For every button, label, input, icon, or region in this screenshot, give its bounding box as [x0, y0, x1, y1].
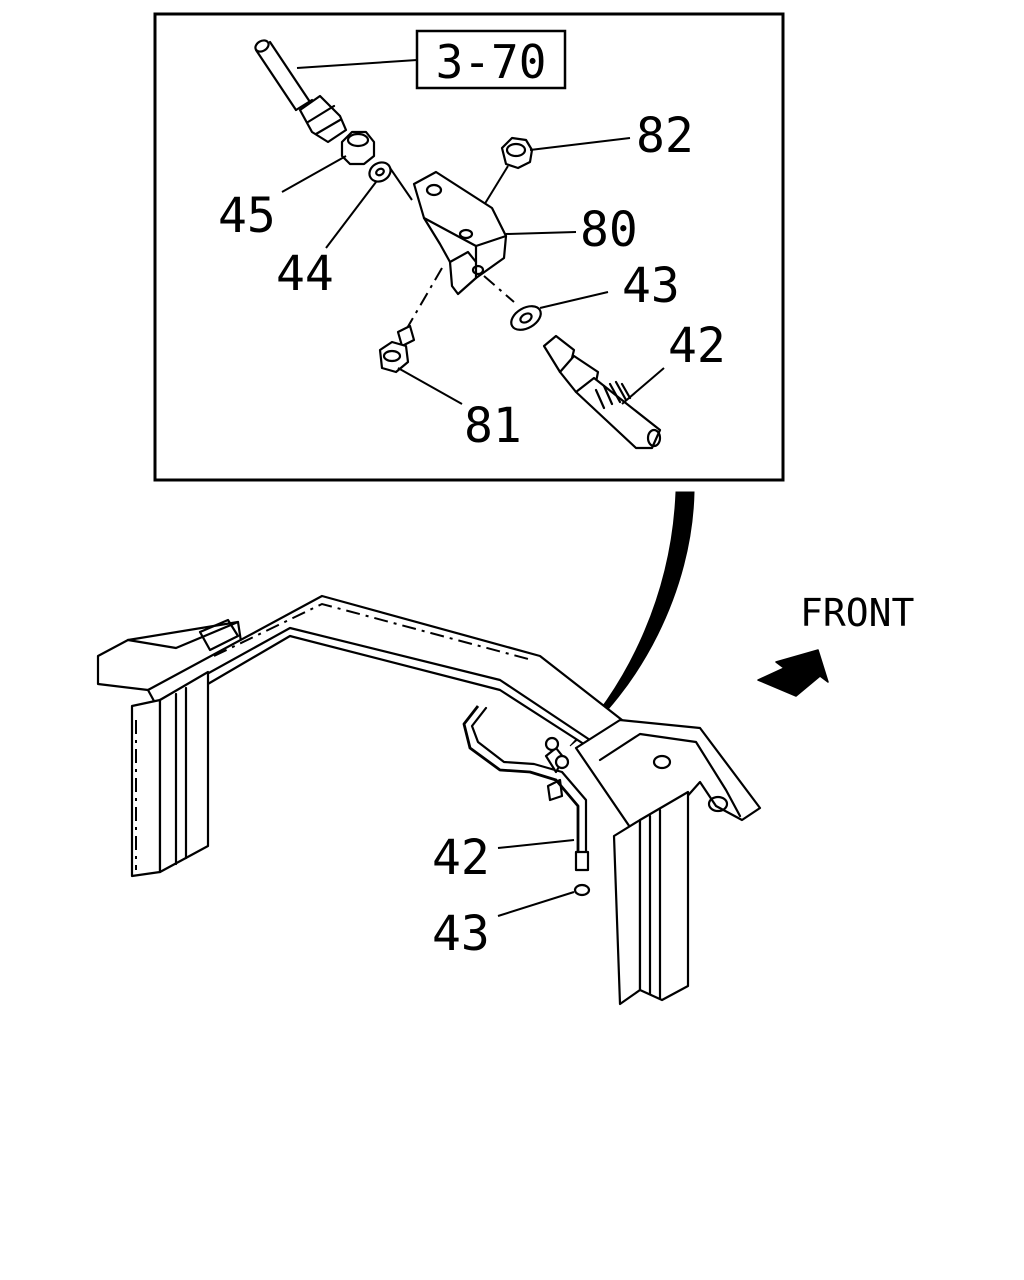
reference-box-label: 3-70 — [436, 35, 547, 89]
callout-44: 44 — [276, 246, 334, 302]
detail-frame — [153, 12, 785, 482]
callout-80: 80 — [580, 202, 638, 258]
detail-pointer-arrow — [569, 491, 695, 747]
callout-42: 42 — [668, 318, 726, 374]
front-label: FRONT — [800, 591, 914, 635]
callout-43: 43 — [622, 258, 680, 314]
frame-assembly: 42 43 — [96, 594, 762, 1006]
reference-box: 3-70 — [296, 29, 567, 90]
hose-upper-part — [254, 39, 348, 144]
frame-washer-43 — [573, 883, 591, 897]
washer-44 — [368, 161, 413, 201]
front-indicator: FRONT — [757, 591, 914, 697]
detail-inset: 3-70 — [153, 12, 785, 482]
callout-45: 45 — [218, 188, 276, 244]
hose-fitting-42 — [542, 334, 662, 450]
bracket-80 — [412, 170, 515, 303]
frame-callout-43: 43 — [432, 906, 490, 962]
front-arrow-icon — [757, 649, 829, 697]
washer-43 — [510, 305, 542, 331]
callout-82: 82 — [636, 108, 694, 164]
callout-81: 81 — [464, 398, 522, 454]
nut-45 — [340, 130, 376, 166]
bolt-81 — [378, 267, 443, 374]
frame-callout-42: 42 — [432, 830, 490, 886]
